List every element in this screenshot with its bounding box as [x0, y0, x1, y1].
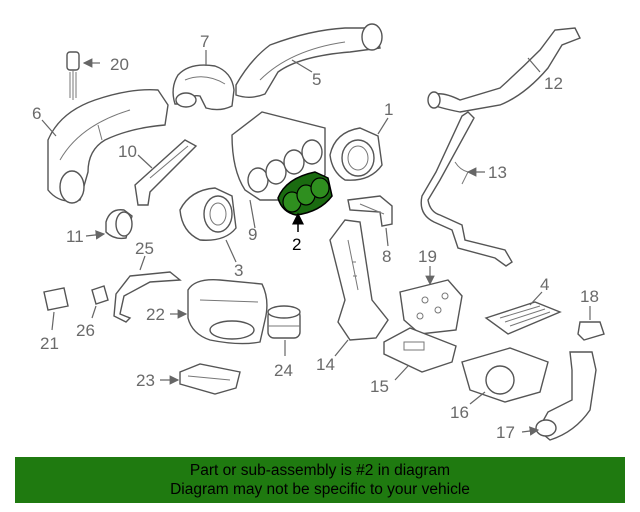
callout-7: 7: [200, 32, 209, 51]
part-18-clip: [577, 306, 605, 341]
callout-26: 26: [76, 321, 95, 340]
callout-5: 5: [312, 70, 321, 89]
callout-20: 20: [110, 55, 129, 74]
callout-6: 6: [32, 104, 41, 123]
part-3-vent: [179, 187, 237, 263]
part-12-hose: [427, 27, 581, 113]
callout-22: 22: [146, 305, 165, 324]
banner-line-2: Diagram may not be specific to your vehi…: [170, 481, 470, 498]
callout-1: 1: [384, 100, 393, 119]
part-1-grille: [329, 117, 389, 181]
callout-19: 19: [418, 247, 437, 266]
part-23-panel: [160, 363, 241, 395]
part-6-left-duct: [41, 89, 169, 204]
callout-3: 3: [234, 261, 243, 280]
part-22-blower: [170, 279, 268, 345]
part-15-tray: [383, 327, 457, 381]
callout-10: 10: [118, 142, 137, 161]
part-11-ring: [85, 209, 133, 240]
part-17-lower-duct: [521, 351, 597, 441]
callout-25: 25: [135, 239, 154, 258]
callout-9: 9: [248, 225, 257, 244]
part-20-sensor: [66, 51, 100, 100]
part-19-panel: [399, 266, 463, 335]
notice-banner: Part or sub-assembly is #2 in diagram Di…: [15, 457, 625, 503]
callout-13: 13: [488, 163, 507, 182]
part-5-upper-duct: [235, 23, 383, 98]
callout-15: 15: [370, 377, 389, 396]
part-25-cable: [113, 255, 182, 323]
callout-23: 23: [136, 371, 155, 390]
callout-2: 2: [292, 235, 301, 254]
banner-line-1: Part or sub-assembly is #2 in diagram: [189, 462, 451, 479]
callout-8: 8: [382, 247, 391, 266]
callout-11: 11: [66, 227, 84, 246]
callout-14: 14: [316, 355, 335, 374]
callout-18: 18: [580, 287, 599, 306]
part-26-clip: [91, 285, 109, 319]
callout-4: 4: [540, 275, 549, 294]
part-8-bracket: [347, 195, 393, 247]
parts-diagram: 20 7 5 6 10 11 3 9 1 2 12 13 8 19 4 18 1…: [32, 23, 605, 442]
callout-16: 16: [450, 403, 469, 422]
part-7-elbow-duct: [172, 50, 235, 111]
part-13-hose: [420, 111, 513, 267]
part-24-motor: [267, 305, 301, 356]
part-21-module: [43, 287, 69, 331]
part-4-filter: [484, 291, 562, 335]
callout-17: 17: [496, 423, 515, 442]
callout-21: 21: [40, 334, 59, 353]
callout-12: 12: [544, 74, 563, 93]
part-10-bracket: [134, 139, 198, 206]
part-16-housing: [461, 347, 549, 405]
part-2-vent-cluster-highlighted: [277, 171, 333, 232]
callout-24: 24: [274, 361, 293, 380]
part-14-tall-duct: [329, 219, 389, 357]
